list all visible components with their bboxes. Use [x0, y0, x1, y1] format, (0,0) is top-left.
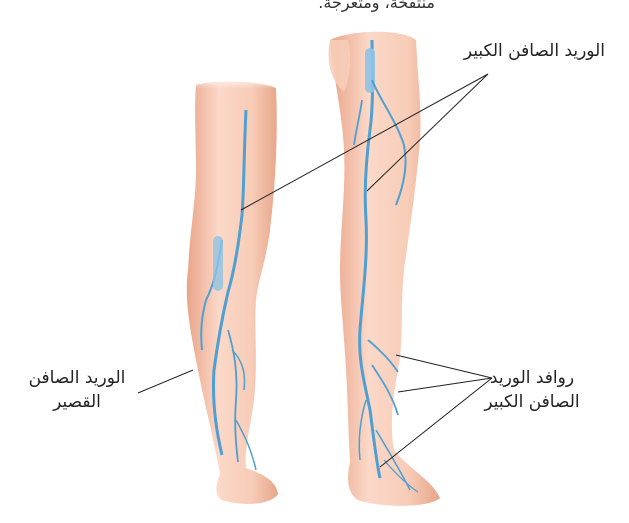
label-gsv-tributaries: روافد الوريد الصافن الكبير [457, 366, 607, 414]
back-leg [180, 75, 290, 504]
front-leg [315, 20, 440, 506]
label-small-saphenous-line-1: الوريد الصافن [12, 366, 142, 390]
label-great-saphenous-vein: الوريد الصافن الكبير [464, 39, 605, 63]
label-small-saphenous-vein: الوريد الصافن القصير [12, 366, 142, 414]
label-tributaries-line-2: الصافن الكبير [457, 390, 607, 414]
front-vein-highlight [365, 48, 375, 93]
label-tributaries-line-1: روافد الوريد [457, 366, 607, 390]
leader-ssv [138, 370, 193, 393]
back-vein-highlight [213, 236, 223, 291]
back-leg-shape [187, 82, 278, 504]
label-small-saphenous-line-2: القصير [12, 390, 142, 414]
front-leg-shape [330, 32, 440, 506]
top-caption: منتفخة، ومتعرجة. [318, 0, 435, 15]
